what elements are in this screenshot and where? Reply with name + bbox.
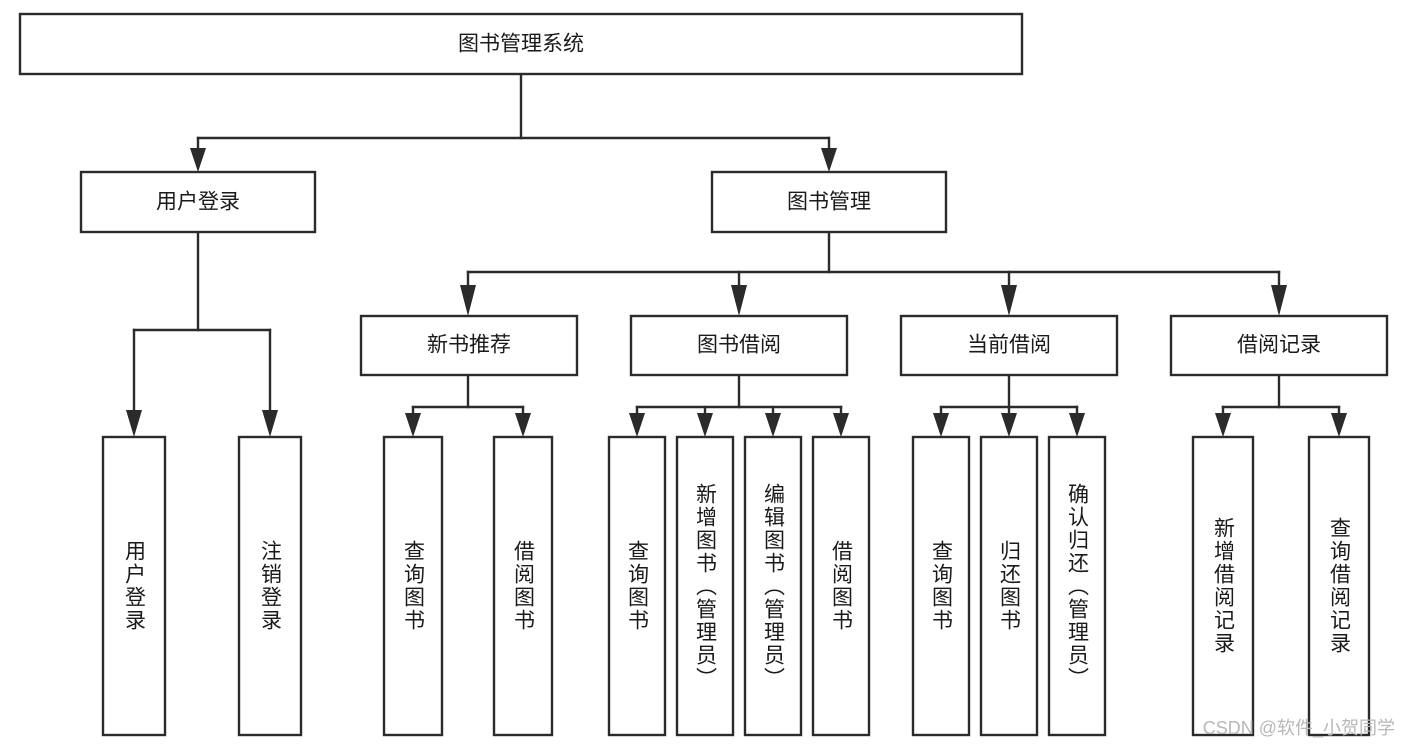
node-current-borrow-label: 当前借阅 <box>967 334 1051 357</box>
node-root-box[interactable] <box>18 12 1024 76</box>
arrow-leaf-edit-book <box>765 413 781 437</box>
connector-book-management-to-level3 <box>460 230 1287 316</box>
arrow-leaf-return-book <box>1001 413 1017 437</box>
leaf-edit-book-label: 编辑图书（管理员） <box>761 482 785 690</box>
node-book-borrow-label: 图书借阅 <box>697 334 781 357</box>
node-new-book-recommend-box[interactable] <box>359 314 579 377</box>
node-book-management-label: 图书管理 <box>787 191 871 214</box>
node-book-borrow-box[interactable] <box>629 314 849 377</box>
arrow-leaf-add-record <box>1215 413 1231 437</box>
leaf-query-book-1-box[interactable] <box>382 435 444 737</box>
leaf-boxes <box>101 435 1371 737</box>
node-root[interactable]: 图书管理系统 <box>18 12 1024 76</box>
node-new-book-recommend-label: 新书推荐 <box>427 334 511 357</box>
leaf-query-book-3-label: 查询图书 <box>929 540 953 632</box>
node-user-login[interactable]: 用户登录 <box>79 170 317 234</box>
arrow-leaf-query-book-2 <box>629 413 645 437</box>
arrow-leaf-borrow-book-2 <box>833 413 849 437</box>
node-borrow-record-label: 借阅记录 <box>1237 334 1321 357</box>
leaf-add-record-label: 新增借阅记录 <box>1211 517 1235 655</box>
node-borrow-record[interactable]: 借阅记录 <box>1169 314 1389 377</box>
leaf-user-login-label: 用户登录 <box>122 540 146 632</box>
csdn-watermark: CSDN @软件_小贺同学 <box>1202 718 1395 738</box>
leaf-query-book-2-box[interactable] <box>607 435 667 737</box>
leaf-borrow-book-2-label: 借阅图书 <box>829 540 853 632</box>
node-borrow-record-box[interactable] <box>1169 314 1389 377</box>
leaf-query-record-label: 查询借阅记录 <box>1327 517 1351 655</box>
arrow-borrow-record <box>1271 285 1287 316</box>
arrow-user-login <box>190 148 206 172</box>
connector-borrow-record-to-leaves <box>1215 373 1347 437</box>
node-current-borrow[interactable]: 当前借阅 <box>899 314 1119 377</box>
leaf-confirm-return-label: 确认归还（管理员） <box>1065 482 1089 690</box>
leaf-query-record-box[interactable] <box>1307 435 1371 737</box>
leaf-borrow-book-1-label: 借阅图书 <box>511 540 535 632</box>
connector-book-borrow-to-leaves <box>629 373 849 437</box>
arrow-book-management <box>821 148 837 172</box>
leaf-add-book-box[interactable] <box>675 435 735 737</box>
leaf-return-book-label: 归还图书 <box>997 540 1021 632</box>
connector-current-borrow-to-leaves <box>933 373 1085 437</box>
node-user-login-label: 用户登录 <box>156 191 240 214</box>
arrow-leaf-query-record <box>1331 413 1347 437</box>
arrow-leaf-user-login <box>126 410 142 437</box>
arrow-new-book-recommend <box>460 285 476 316</box>
connector-root-to-level2 <box>190 72 837 172</box>
leaf-user-logout-box[interactable] <box>237 435 303 737</box>
leaf-confirm-return-box[interactable] <box>1047 435 1107 737</box>
arrow-leaf-add-book <box>697 413 713 437</box>
node-book-management[interactable]: 图书管理 <box>710 170 948 234</box>
leaf-borrow-book-1-box[interactable] <box>492 435 554 737</box>
leaf-user-login-box[interactable] <box>101 435 167 737</box>
node-new-book-recommend[interactable]: 新书推荐 <box>359 314 579 377</box>
node-root-label: 图书管理系统 <box>458 33 584 56</box>
node-book-management-box[interactable] <box>710 170 948 234</box>
leaf-query-book-3-box[interactable] <box>911 435 971 737</box>
leaf-borrow-book-2-box[interactable] <box>811 435 871 737</box>
arrow-leaf-borrow-book-1 <box>515 413 531 437</box>
connector-user-login-to-leaves <box>126 230 278 437</box>
leaf-user-logout-label: 注销登录 <box>258 540 282 632</box>
arrow-current-borrow <box>1001 285 1017 316</box>
arrow-leaf-query-book-3 <box>933 413 949 437</box>
leaf-return-book-box[interactable] <box>979 435 1039 737</box>
leaf-query-book-2-label: 查询图书 <box>625 540 649 632</box>
node-current-borrow-box[interactable] <box>899 314 1119 377</box>
arrow-leaf-confirm-return <box>1069 413 1085 437</box>
leaf-add-record-box[interactable] <box>1191 435 1255 737</box>
leaf-edit-book-box[interactable] <box>743 435 803 737</box>
arrow-leaf-query-book-1 <box>405 413 421 437</box>
node-user-login-box[interactable] <box>79 170 317 234</box>
leaf-query-book-1-label: 查询图书 <box>401 540 425 632</box>
arrow-book-borrow <box>731 285 747 316</box>
arrow-leaf-user-logout <box>262 410 278 437</box>
leaf-add-book-label: 新增图书（管理员） <box>693 482 717 690</box>
connector-new-book-recommend-to-leaves <box>405 373 531 437</box>
node-book-borrow[interactable]: 图书借阅 <box>629 314 849 377</box>
